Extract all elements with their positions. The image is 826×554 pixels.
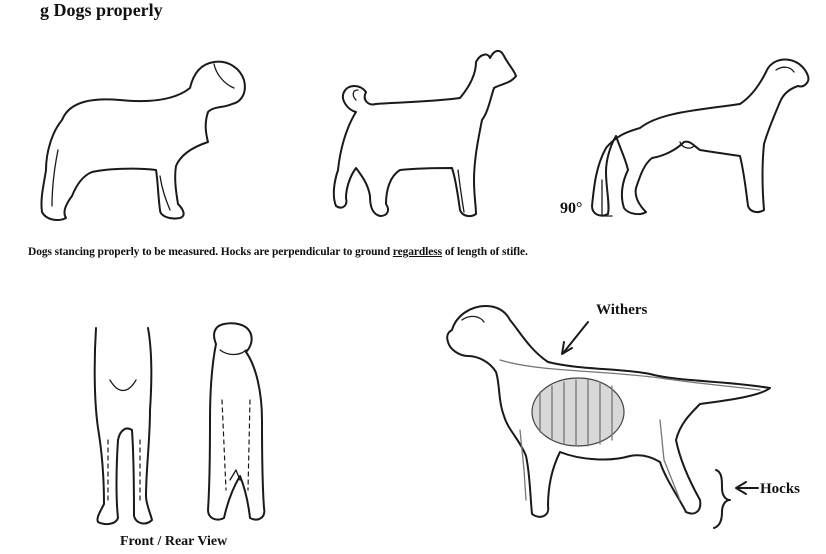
front-rear-view-label: Front / Rear View (120, 534, 227, 550)
dog-outline-mastiff (41, 62, 244, 220)
caption-part-2: of length of stifle. (442, 246, 528, 258)
skeleton-dog (447, 306, 770, 528)
rear-view-dog (208, 323, 264, 519)
withers-label: Withers (596, 302, 647, 319)
dog-outline-whippet (592, 60, 808, 217)
hocks-label: Hocks (760, 481, 800, 498)
caption-text: Dogs stancing properly to be measured. H… (28, 246, 528, 258)
caption-underlined-word: regardless (393, 246, 442, 258)
angle-label: 90° (560, 200, 582, 218)
caption-part-1: Dogs stancing properly to be measured. H… (28, 246, 393, 258)
front-view-dog (95, 328, 152, 524)
dog-outline-spitz (334, 51, 516, 216)
